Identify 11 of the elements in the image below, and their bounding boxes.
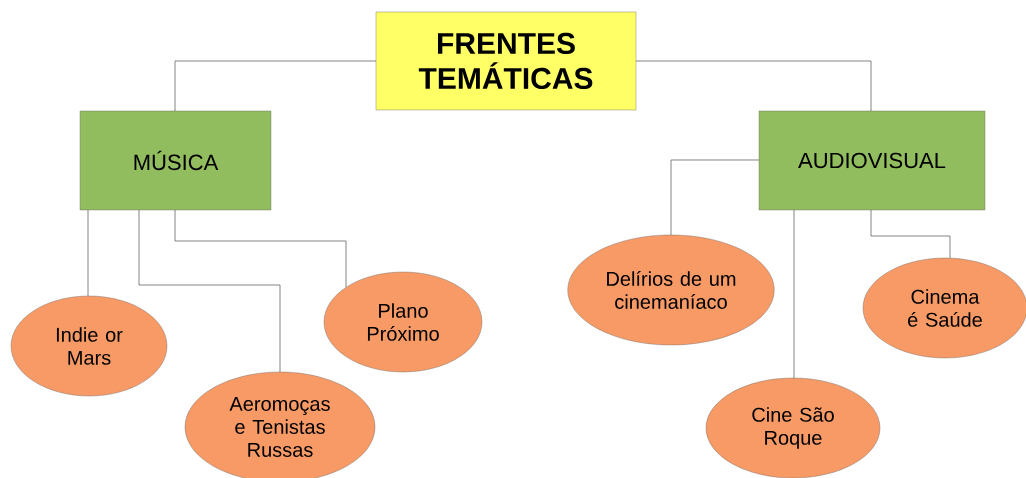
- connector-line: [138, 209, 281, 373]
- title-box: FRENTES TEMÁTICAS: [375, 11, 637, 111]
- connector-line: [670, 159, 760, 236]
- category-box: MÚSICA: [79, 110, 272, 211]
- category-box: AUDIOVISUAL: [758, 110, 986, 211]
- connector-line: [793, 209, 795, 379]
- connector-line: [635, 60, 872, 112]
- connector-line: [174, 209, 347, 288]
- connector-line: [87, 209, 89, 297]
- connector-line: [174, 60, 377, 112]
- connector-line: [870, 209, 951, 259]
